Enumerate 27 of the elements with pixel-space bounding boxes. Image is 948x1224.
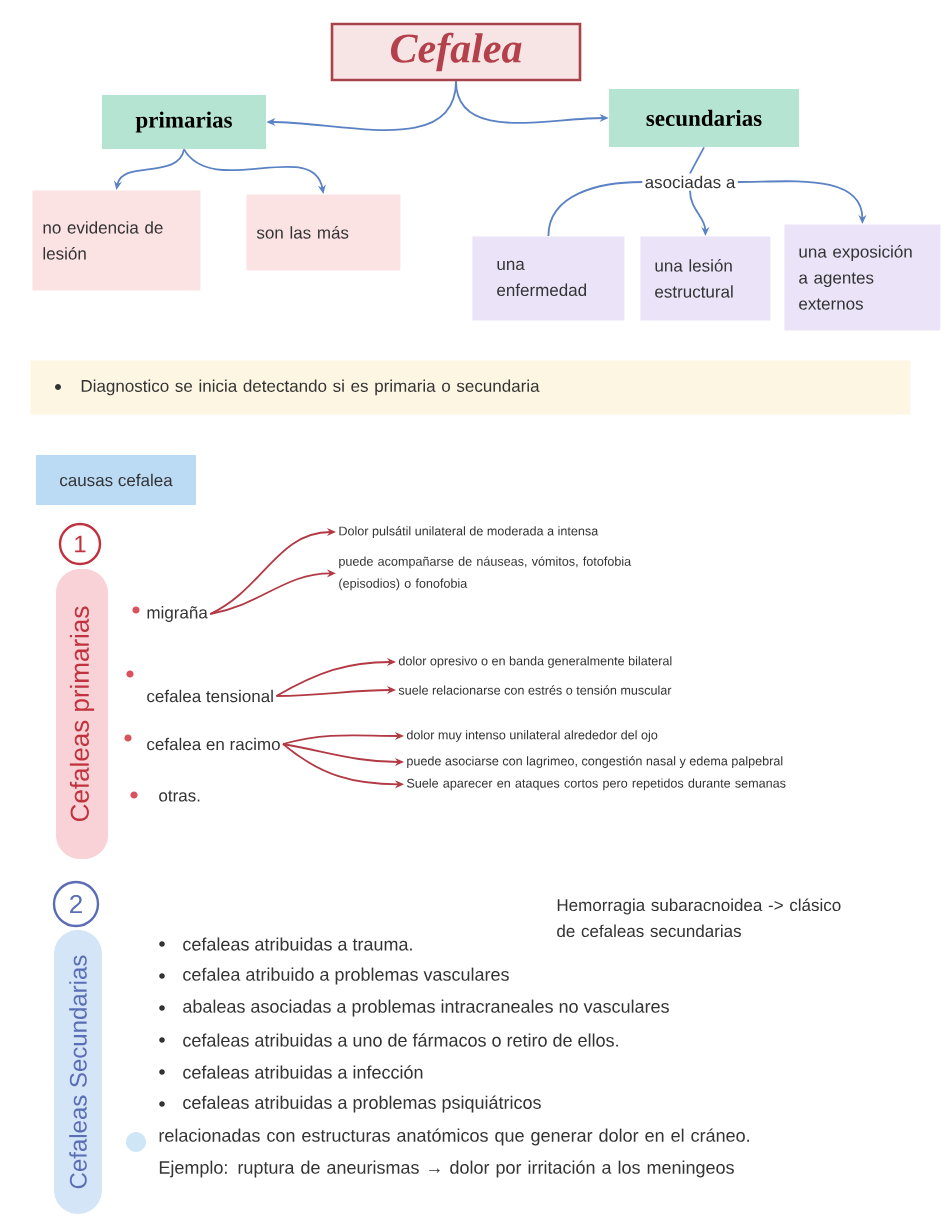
list-item: cefaleas atribuidas a uno de fármacos o retiro de ellos. [183, 1033, 618, 1047]
title-box: Cefalea [330, 22, 582, 82]
list-item: cefalea tensional [147, 689, 273, 703]
connector-line [547, 181, 644, 237]
category-box: primarias [102, 95, 266, 149]
info-band: Diagnostico se inicia detectando si es primaria o secundaria [30, 360, 911, 415]
tag-box: causas cefalea [36, 455, 196, 505]
note-text: Hemorragia subaracnoidea -> clásico de cefaleas secundarias [557, 898, 841, 938]
list-item: cefaleas atribuidas a trauma. [183, 937, 412, 951]
side-band: Cefaleas primarias [56, 569, 108, 859]
list-item: cefalea en racimo [147, 737, 280, 751]
category-box: secundarias [609, 89, 799, 147]
list-item: cefaleas atribuidas a infección [183, 1065, 423, 1079]
linking-phrase: asociadas a [645, 175, 736, 189]
note-box: no evidencia de lesión [32, 190, 201, 291]
concept-box: una lesión estructural [640, 236, 771, 321]
side-band: Cefaleas Secundarias [54, 930, 102, 1214]
list-item: abaleas asociadas a problemas intracraneales no vasculares [183, 999, 669, 1017]
list-item: cefalea atribuido a problemas vasculares [183, 967, 509, 985]
list-item: cefaleas atribuidas a problemas psiquiátricos [183, 1095, 541, 1113]
concept-box: una exposición a agentes externos [784, 224, 941, 331]
note-box: son las más [246, 194, 401, 271]
connector-line [689, 146, 705, 175]
list-item: migraña [147, 606, 208, 622]
list-item: otras. [159, 790, 200, 802]
concept-box: una enfermedad [472, 236, 625, 321]
paragraph: relacionadas con estructuras anatómicos que generar dolor en el cráneo. Ejemplo: ruptura de aneurismas → dolor por irritación a los meningeos [159, 1128, 749, 1178]
